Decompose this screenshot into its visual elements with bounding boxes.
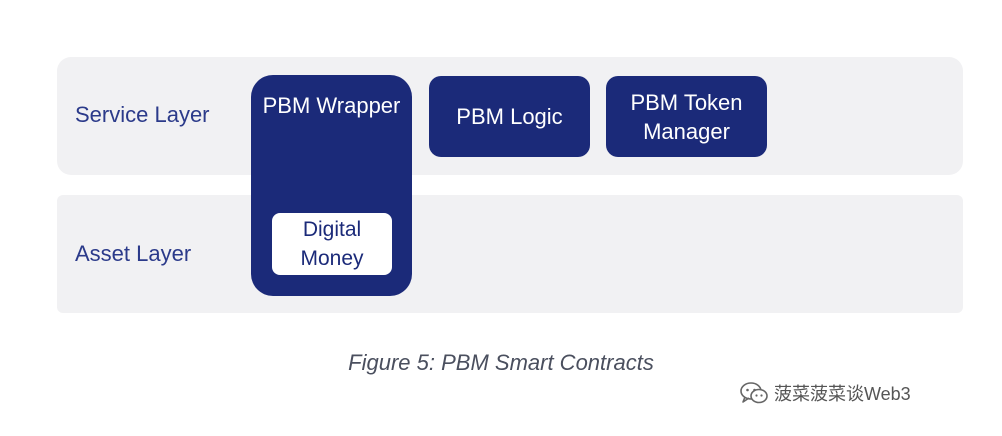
watermark: 菠菜菠菜谈Web3 [740,380,911,406]
watermark-text: 菠菜菠菜谈Web3 [774,384,911,404]
service-layer-label: Service Layer [75,102,210,127]
digital-money-label: Digital Money [300,218,364,270]
figure-caption: Figure 5: PBM Smart Contracts [348,350,654,375]
pbm-token-manager-label: PBM Token Manager [630,89,743,144]
wechat-icon [740,382,768,404]
digital-money-box: Digital Money [272,213,392,275]
pbm-logic-label: PBM Logic [456,104,563,129]
pbm-logic-box: PBM Logic [429,76,590,157]
asset-layer-label: Asset Layer [75,241,192,266]
asset-layer-band [57,195,963,313]
pbm-wrapper-label: PBM Wrapper [262,93,401,118]
pbm-token-manager-box: PBM Token Manager [606,76,767,157]
